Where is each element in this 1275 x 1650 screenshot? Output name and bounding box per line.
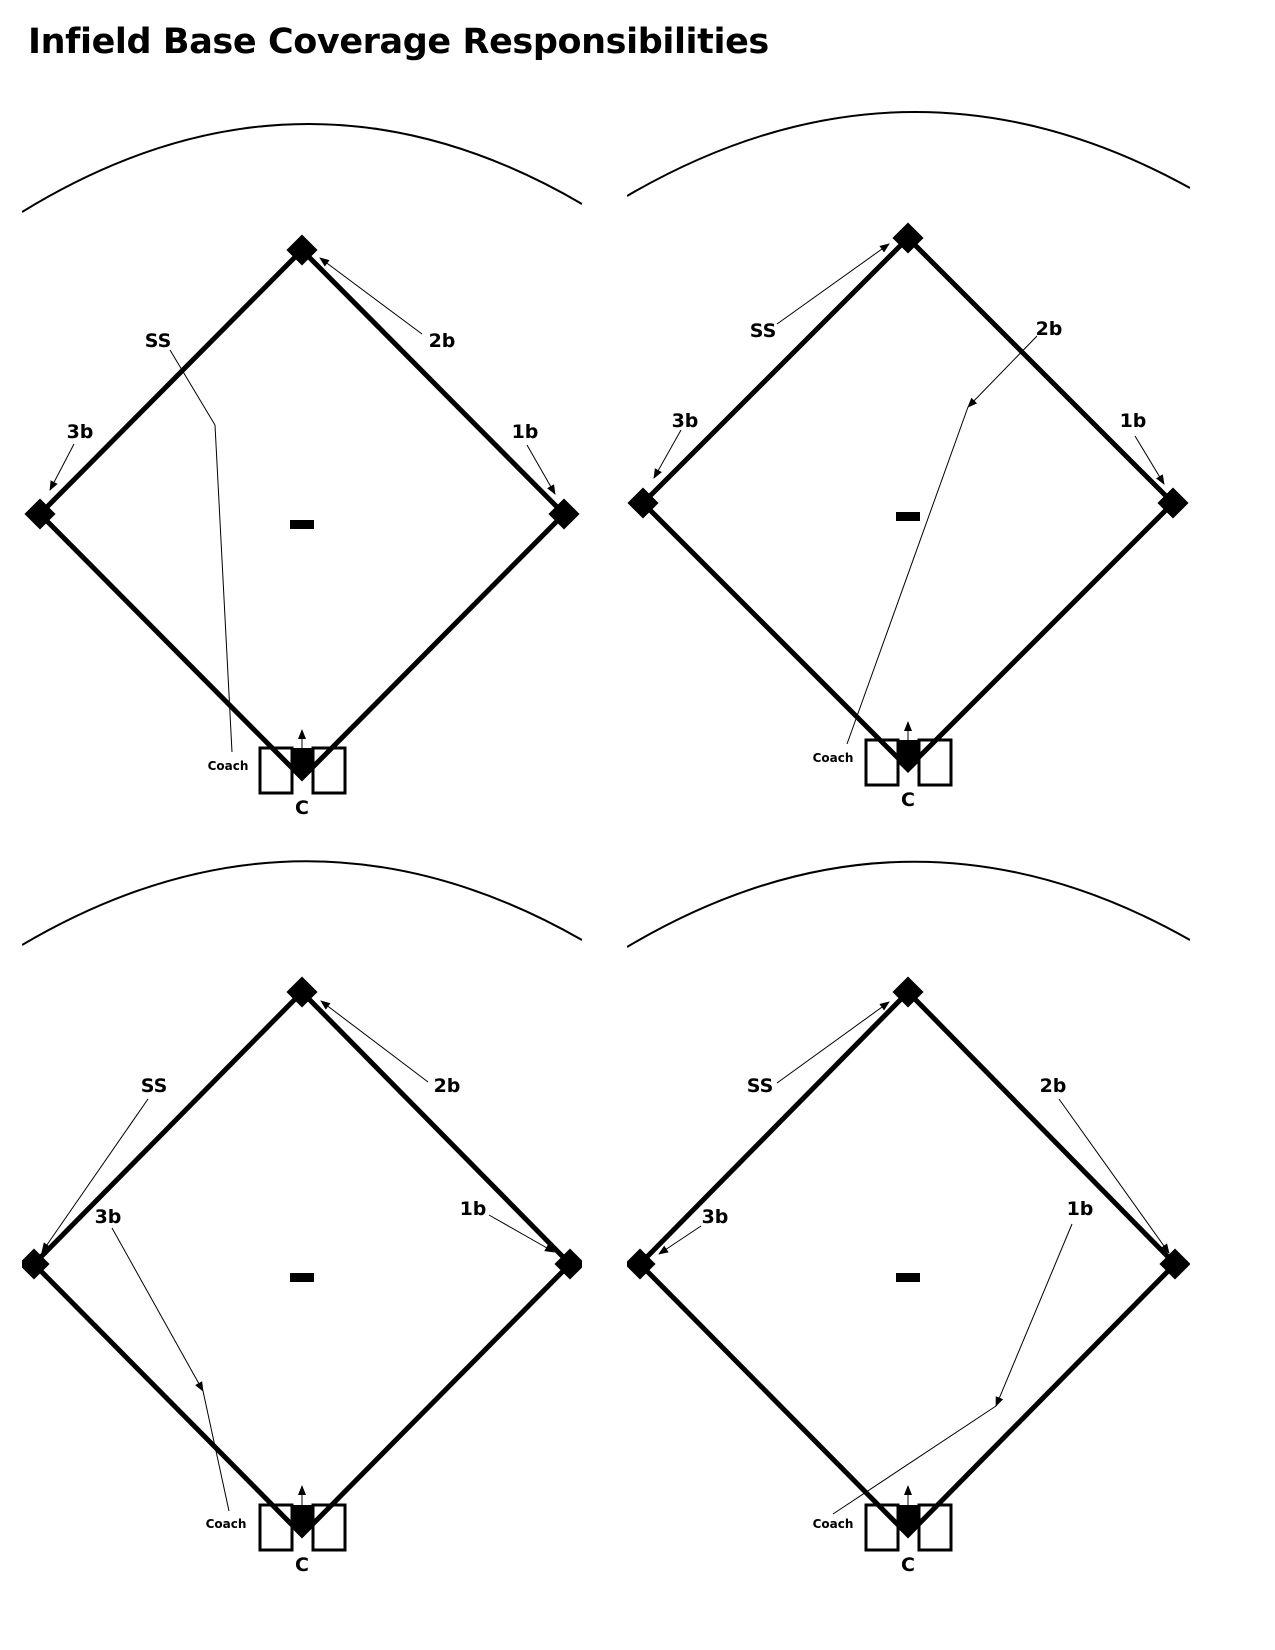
field-diagram-1-svg: SS 2b 3b 1b Coach C	[22, 122, 582, 819]
arrow-2b	[319, 257, 423, 335]
arrow-3b	[653, 429, 682, 479]
arrow-2b	[1058, 1098, 1170, 1254]
field-diagram-4-svg: SS 2b 3b 1b Coach C	[627, 860, 1190, 1576]
arrow-ss	[169, 349, 216, 426]
outfield-arc	[22, 860, 582, 946]
label-ss: SS	[141, 1075, 168, 1097]
batters-box-right	[917, 738, 953, 787]
pitchers-rubber	[896, 512, 920, 521]
arrow-3b	[658, 1225, 702, 1255]
label-2b: 2b	[1040, 1075, 1067, 1097]
arrow-coach	[846, 406, 969, 745]
arrow-3b	[111, 1227, 204, 1392]
field-diagram-3-svg: SS 2b 3b 1b Coach C	[22, 860, 582, 1576]
baseline-diamond	[639, 234, 1177, 772]
pitchers-rubber	[290, 520, 314, 529]
arrow-ss	[776, 243, 890, 325]
label-3b: 3b	[67, 421, 94, 443]
pitchers-rubber	[896, 1273, 920, 1282]
label-3b: 3b	[95, 1206, 122, 1228]
label-ss: SS	[750, 320, 777, 342]
field-diagram-2: SS 2b 3b 1b Coach C	[627, 92, 1190, 822]
pitchers-rubber	[290, 1273, 314, 1282]
label-2b: 2b	[434, 1075, 461, 1097]
label-ss: SS	[145, 330, 172, 352]
label-2b: 2b	[429, 330, 456, 352]
baseline-diamond	[636, 988, 1179, 1539]
baseline-diamond	[36, 246, 568, 782]
label-2b: 2b	[1036, 318, 1063, 340]
arrow-3b-tail	[202, 1390, 230, 1512]
field-diagram-4: SS 2b 3b 1b Coach C	[627, 845, 1190, 1650]
label-coach: Coach	[208, 759, 249, 773]
second-base	[286, 234, 318, 266]
arrow-2b	[967, 335, 1038, 408]
outfield-arc	[627, 110, 1190, 197]
arrow-ss	[41, 1098, 149, 1253]
first-base	[1157, 487, 1189, 519]
outfield-arc	[627, 860, 1190, 948]
label-3b: 3b	[672, 410, 699, 432]
label-1b: 1b	[1067, 1198, 1094, 1220]
arrow-1b	[995, 1223, 1073, 1407]
home-plate	[291, 748, 313, 781]
home-plate	[897, 1505, 919, 1538]
batters-box-right	[311, 746, 347, 795]
batters-box-right	[917, 1503, 953, 1552]
label-catcher: C	[295, 1554, 309, 1576]
label-coach: Coach	[206, 1517, 247, 1531]
field-diagram-3: SS 2b 3b 1b Coach C	[22, 845, 582, 1650]
label-1b: 1b	[460, 1198, 487, 1220]
label-1b: 1b	[1120, 410, 1147, 432]
label-catcher: C	[295, 797, 309, 819]
batters-box-left	[864, 738, 900, 787]
baseline-diamond	[30, 988, 574, 1539]
arrow-coach	[832, 1405, 997, 1515]
page-title: Infield Base Coverage Responsibilities	[28, 22, 769, 62]
label-catcher: C	[901, 1554, 915, 1576]
home-plate	[291, 1505, 313, 1538]
arrow-1b	[526, 444, 556, 495]
label-coach: Coach	[813, 1517, 854, 1531]
label-3b: 3b	[702, 1206, 729, 1228]
label-ss: SS	[747, 1075, 774, 1097]
home-plate	[897, 740, 919, 773]
arrow-ss-tail	[214, 424, 233, 753]
arrow-ss	[776, 1001, 890, 1084]
field-diagram-2-svg: SS 2b 3b 1b Coach C	[627, 110, 1190, 811]
label-1b: 1b	[512, 421, 539, 443]
label-catcher: C	[901, 789, 915, 811]
arrow-1b	[1134, 435, 1165, 485]
arrow-3b	[49, 443, 75, 491]
outfield-arc	[22, 122, 582, 213]
label-coach: Coach	[813, 751, 854, 765]
arrow-2b	[320, 1000, 429, 1083]
batters-box-right	[311, 1503, 347, 1552]
field-diagram-1: SS 2b 3b 1b Coach C	[22, 100, 582, 830]
arrow-1b	[488, 1214, 555, 1253]
